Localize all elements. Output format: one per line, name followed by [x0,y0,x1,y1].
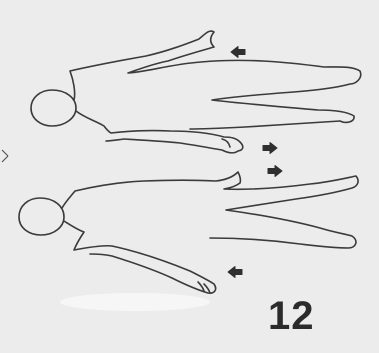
arrow-right-hand [263,143,277,154]
upper-hand-detail [222,139,230,147]
lower-top-contour [62,172,358,248]
lower-body-outline [19,172,358,293]
paper-smudge [60,293,210,311]
upper-bottom-contour [76,111,243,153]
arrow-upper-arm [231,47,245,58]
upper-top-contour [70,31,361,129]
lower-head [19,198,64,235]
arrow-lower-hip [268,166,282,177]
lower-hand-detail [198,282,210,293]
upper-body-outline [31,31,361,153]
lower-bottom-contour [64,221,216,293]
margin-mark [2,150,8,162]
upper-head [31,90,76,126]
arrow-lower-arm [228,267,242,278]
figure-number: 12 [268,296,315,336]
